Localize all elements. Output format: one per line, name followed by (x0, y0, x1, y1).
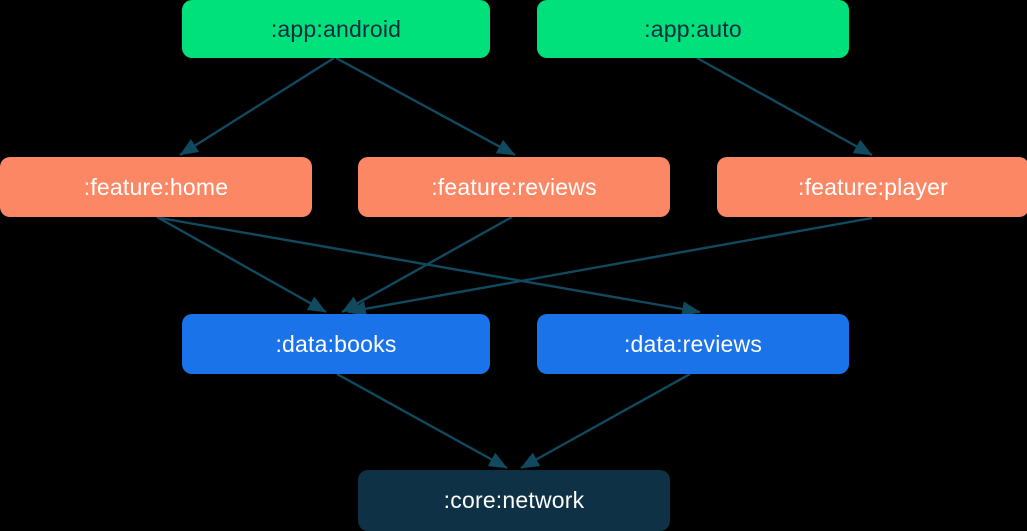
edge-app-auto-to-feature-player (696, 56, 873, 157)
edge-feature-home-to-data-books (156, 215, 327, 314)
node-data-reviews[interactable]: :data:reviews (537, 314, 849, 374)
node-feature-player[interactable]: :feature:player (717, 157, 1027, 217)
node-label: :feature:player (797, 173, 949, 200)
node-data-books[interactable]: :data:books (182, 314, 490, 374)
edge-feature-reviews-to-data-books (341, 215, 513, 314)
node-feature-home[interactable]: :feature:home (0, 157, 312, 217)
node-label: :feature:home (83, 173, 229, 200)
node-label: :app:auto (644, 15, 742, 42)
edge-feature-player-to-data-books (347, 216, 873, 317)
edge-feature-home-to-data-reviews (159, 216, 701, 317)
node-app-android[interactable]: :app:android (182, 0, 490, 58)
edge-data-books-to-core-network (336, 372, 508, 470)
node-app-auto[interactable]: :app:auto (537, 0, 849, 58)
edge-data-reviews-to-core-network (520, 372, 691, 470)
node-label: :core:network (443, 487, 585, 513)
node-feature-reviews[interactable]: :feature:reviews (358, 157, 670, 217)
node-label: :feature:reviews (431, 173, 597, 200)
node-label: :data:books (275, 330, 397, 357)
edges-group (156, 56, 873, 470)
edge-app-android-to-feature-reviews (335, 56, 516, 157)
node-core-network[interactable]: :core:network (358, 470, 670, 531)
edge-app-android-to-feature-home (179, 56, 335, 157)
node-label: :data:reviews (623, 330, 763, 357)
node-label: :app:android (270, 15, 402, 42)
